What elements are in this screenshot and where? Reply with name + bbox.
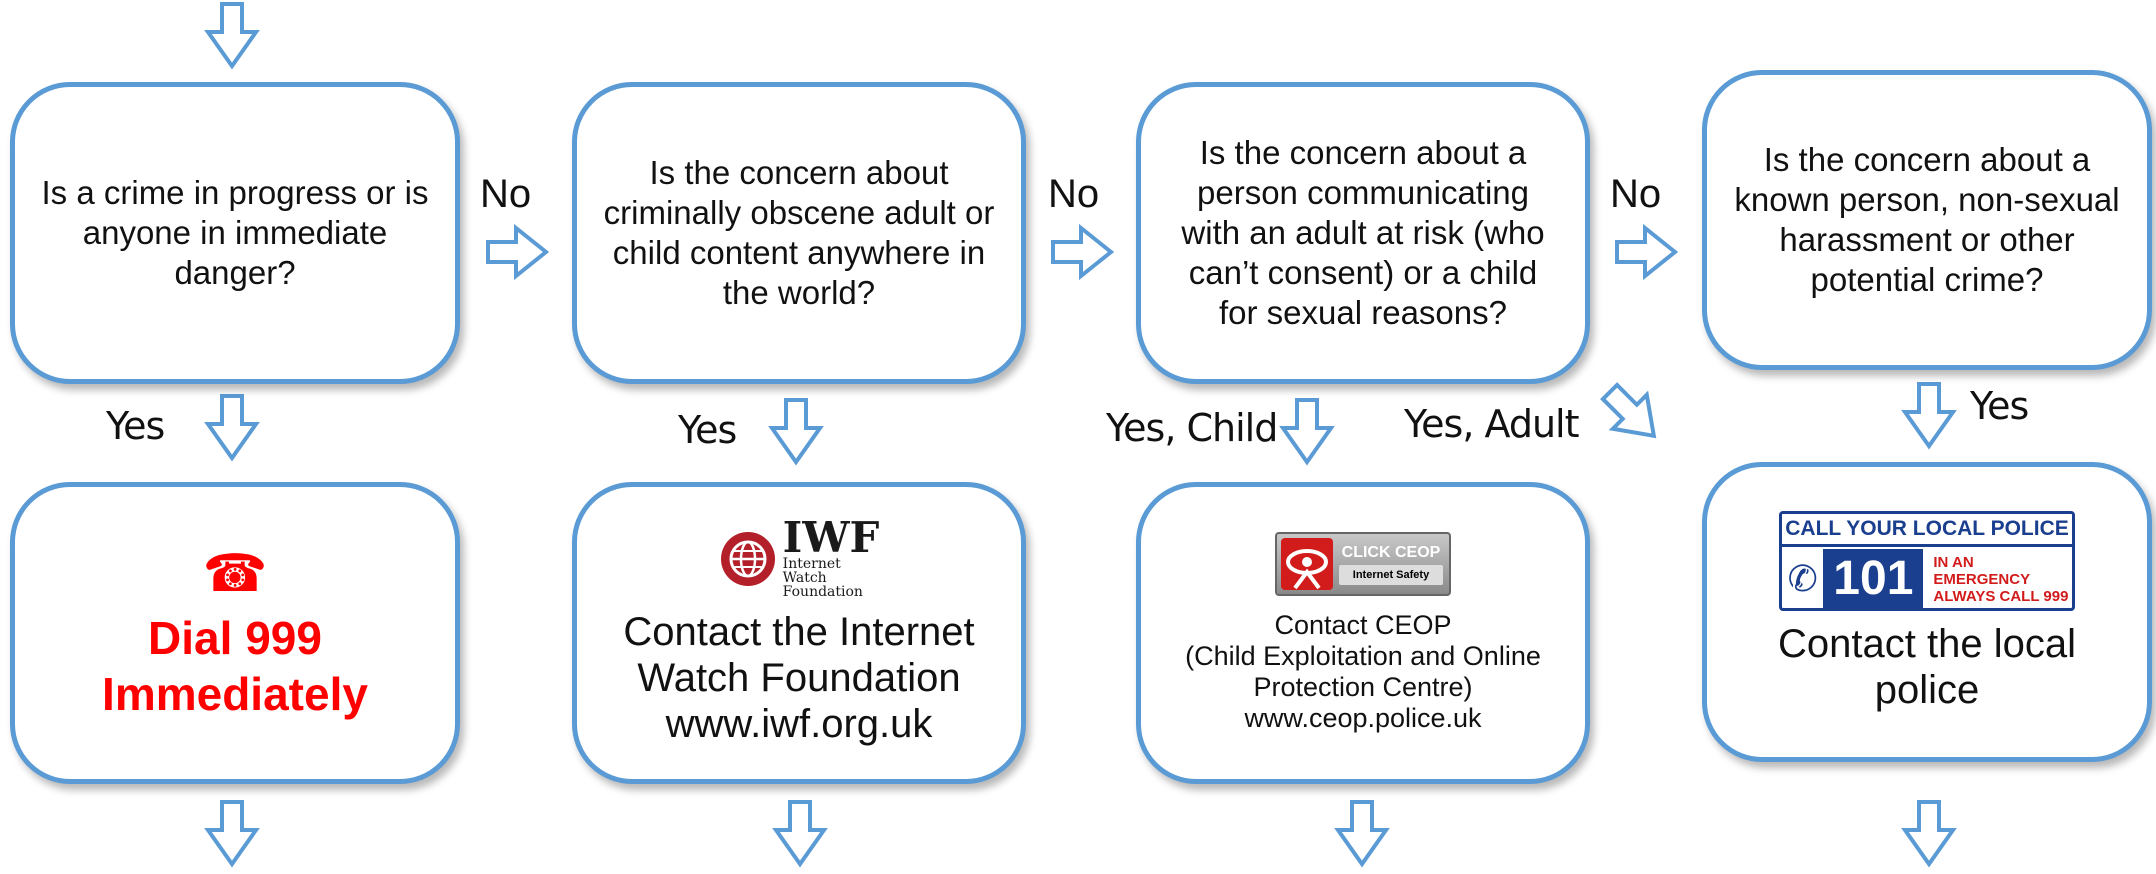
result-box-dial-999: ☎ Dial 999 Immediately (10, 482, 460, 784)
iwf-logo-sub-2: Watch (782, 570, 827, 586)
question-box-1: Is a crime in progress or is anyone in i… (10, 82, 460, 384)
ceop-logo-title: CLICK CEOP (1341, 544, 1441, 561)
arrow-entry (206, 2, 258, 68)
police-logo-em-1: IN AN EMERGENCY (1933, 553, 2031, 588)
arrow-yes-4 (1903, 382, 1955, 448)
iwf-line-2: Watch Foundation (637, 656, 961, 700)
arrow-yes-2 (770, 398, 822, 464)
globe-icon (720, 532, 775, 586)
label-yes-2: Yes (678, 408, 737, 452)
result-box-iwf: IWF Internet Watch Foundation Contact th… (572, 482, 1026, 784)
label-no-2: No (1048, 172, 1100, 216)
question-box-4: Is the concern about a known person, non… (1702, 70, 2152, 370)
label-yes-child: Yes, Child (1106, 406, 1278, 450)
arrow-yes-child (1281, 398, 1333, 464)
label-no-1: No (480, 172, 532, 216)
result-box-police: CALL YOUR LOCAL POLICE ✆ 101 IN AN EMERG… (1702, 462, 2152, 762)
iwf-logo-word: IWF (782, 513, 880, 562)
arrow-no-3 (1615, 226, 1677, 278)
phone-handset-icon: ✆ (1787, 558, 1818, 599)
eye-icon (1281, 538, 1333, 590)
label-no-3: No (1610, 172, 1662, 216)
arrow-exit-3 (1336, 800, 1388, 866)
ceop-url[interactable]: www.ceop.police.uk (1244, 703, 1482, 733)
ceop-line-3: Protection Centre) (1253, 672, 1473, 702)
iwf-logo-sub-3: Foundation (782, 584, 863, 600)
arrow-yes-1 (206, 394, 258, 460)
label-yes-adult: Yes, Adult (1404, 402, 1579, 446)
arrow-exit-1 (206, 800, 258, 866)
iwf-line-1: Contact the Internet (623, 610, 975, 654)
ceop-line-2: (Child Exploitation and Online (1185, 641, 1541, 671)
police-logo-top: CALL YOUR LOCAL POLICE (1782, 514, 2072, 547)
immediately-text: Immediately (102, 668, 368, 720)
question-2-text: Is the concern about criminally obscene … (603, 154, 995, 311)
ceop-logo: CLICK CEOP Internet Safety (1275, 532, 1451, 596)
question-box-3: Is the concern about a person communicat… (1136, 82, 1590, 384)
question-3-text: Is the concern about a person communicat… (1181, 134, 1545, 331)
iwf-logo-sub-1: Internet (782, 556, 841, 572)
ceop-line-1: Contact CEOP (1274, 610, 1452, 640)
police-logo-number: 101 (1823, 549, 1924, 608)
result-box-ceop: CLICK CEOP Internet Safety Contact CEOP … (1136, 482, 1590, 784)
label-yes-4: Yes (1970, 384, 2029, 428)
telephone-icon: ☎ (202, 545, 268, 603)
iwf-logo: IWF Internet Watch Foundation (719, 513, 880, 600)
question-box-2: Is the concern about criminally obscene … (572, 82, 1026, 384)
arrow-exit-2 (774, 800, 826, 866)
police-logo: CALL YOUR LOCAL POLICE ✆ 101 IN AN EMERG… (1779, 511, 2075, 611)
police-line-1: Contact the local (1778, 622, 2076, 666)
question-4-text: Is the concern about a known person, non… (1734, 141, 2120, 298)
arrow-no-2 (1051, 226, 1113, 278)
ceop-logo-sub: Internet Safety (1339, 565, 1443, 585)
label-yes-1: Yes (106, 404, 165, 448)
arrow-no-1 (486, 226, 548, 278)
arrow-yes-adult (1593, 375, 1671, 453)
arrow-exit-4 (1903, 800, 1955, 866)
iwf-url[interactable]: www.iwf.org.uk (665, 702, 933, 746)
police-logo-em-2: ALWAYS CALL 999 (1933, 587, 2069, 605)
police-line-2: police (1874, 668, 1980, 712)
dial-999-text: Dial 999 (148, 612, 322, 664)
question-1-text: Is a crime in progress or is anyone in i… (41, 174, 429, 291)
